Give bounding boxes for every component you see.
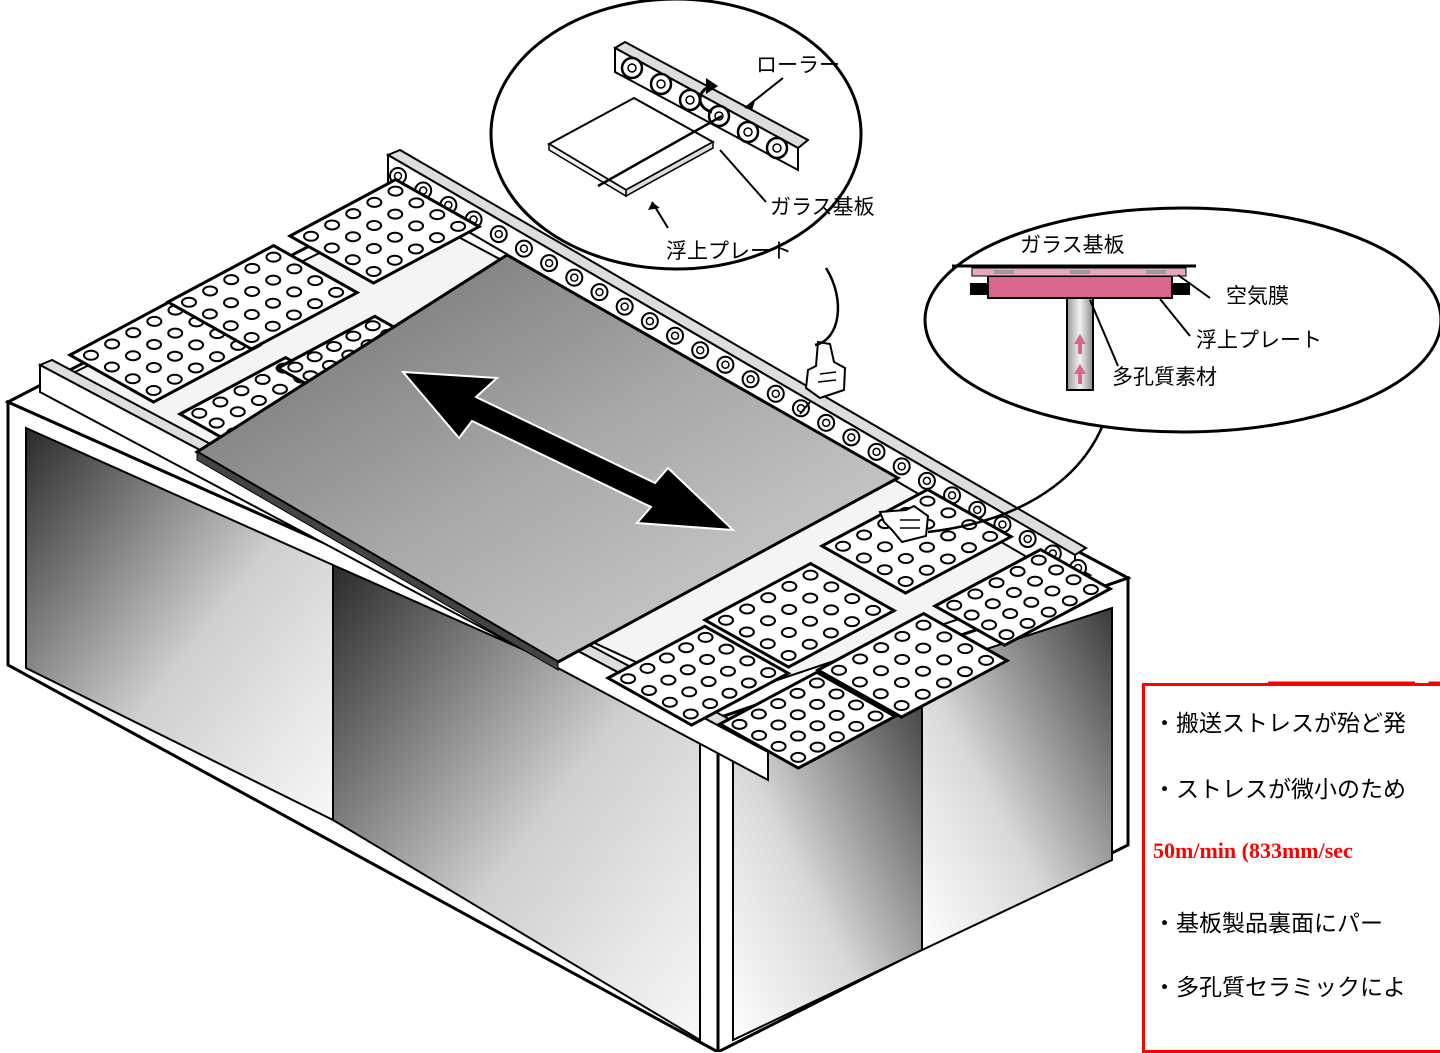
cross-section-plate-label: 浮上プレート [1196,328,1322,352]
cross-section-glass-label: ガラス基板 [1020,233,1125,257]
floating-plate [716,670,899,770]
floating-plate [814,611,1011,719]
floating-plate [701,561,898,669]
floating-plate [604,624,792,727]
benefits-box: ・搬送ストレスが殆ど発 ・ストレスが微小のため 50m/min (833mm/s… [1142,683,1440,1053]
floating-plate [931,547,1114,647]
transport-speed-text: 50m/min (833mm/sec [1153,838,1353,863]
roller-label: ローラー [756,53,840,77]
pointing-hand-icon [799,340,847,415]
benefit-line: ・ストレスが微小のため [1153,777,1406,803]
porous-material-label: 多孔質素材 [1112,365,1217,389]
glass-substrate-label: ガラス基板 [770,195,875,219]
benefit-line: ・搬送ストレスが殆ど発 [1153,711,1406,737]
cross-section-callout: ガラス基板 空気膜 浮上プレート 多孔質素材 [923,206,1440,434]
floating-plate [818,487,1015,595]
rollers [389,167,1087,577]
floating-plate [164,243,361,351]
air-film-label: 空気膜 [1226,284,1289,308]
floating-plate-label: 浮上プレート [666,239,792,263]
floating-plate [286,177,483,285]
pointing-hand-icon [878,504,930,544]
transport-direction-arrow [400,370,736,532]
leader-line [814,267,840,347]
roller-detail-callout: ローラー ガラス基板 浮上プレート [489,0,875,271]
benefit-line: ・基板製品裏面にパー [1153,911,1383,937]
benefit-line: ・多孔質セラミックによ [1153,975,1406,1001]
